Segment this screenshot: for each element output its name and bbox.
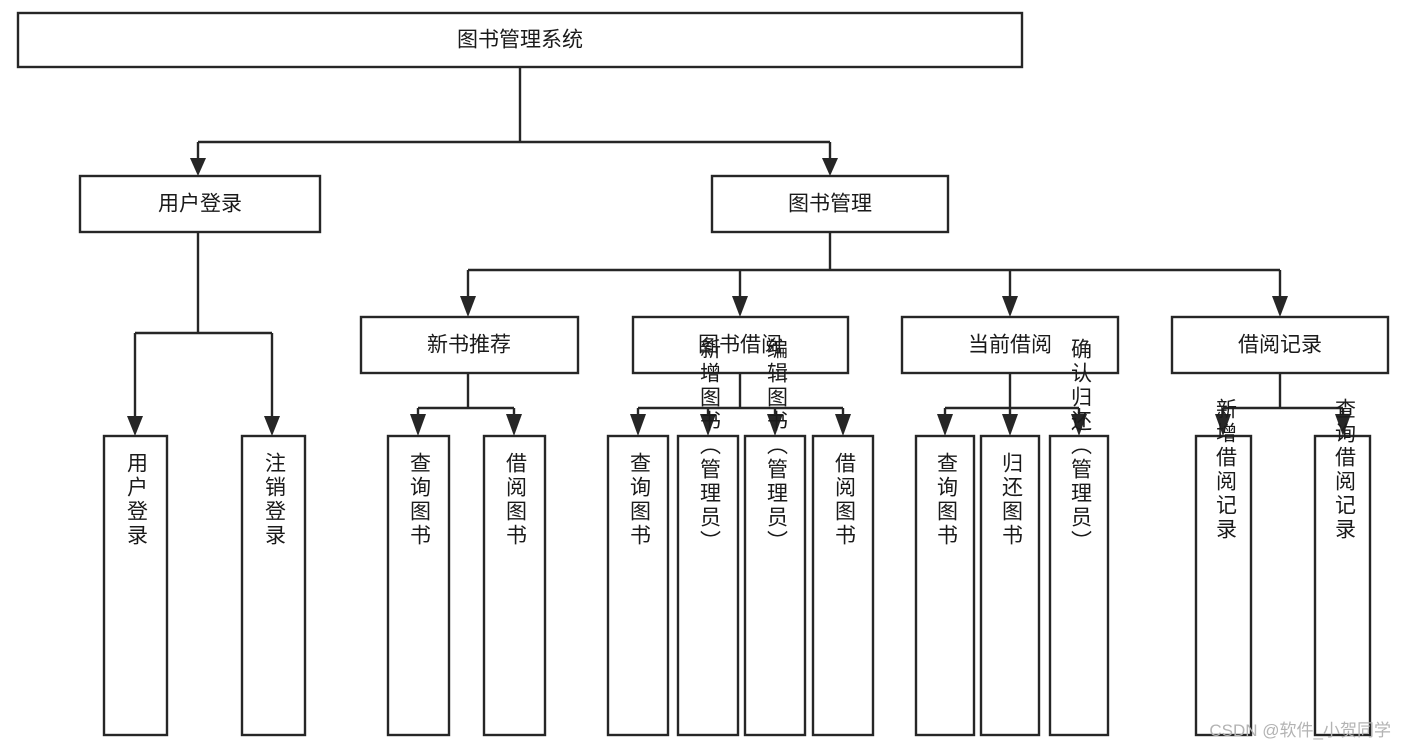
leaf-label-current-borrow-2: 归还图书 [1000,452,1024,548]
leaf-node-book-borrow-2[interactable]: 新增图书（管理员） [676,338,740,737]
node-当前借阅[interactable]: 当前借阅 [900,315,1120,375]
arrow-leaf-current-borrow-3 [1071,414,1087,436]
node-图书借阅[interactable]: 图书借阅 [631,315,850,375]
arrow-leaf-new-book-1 [410,414,426,436]
leaf-label-new-book-2: 借阅图书 [504,452,528,548]
leaf-node-book-borrow-3[interactable]: 编辑图书（管理员） [743,338,807,737]
level3-label-current-borrow: 当前借阅 [968,334,1052,357]
node-新书推荐[interactable]: 新书推荐 [359,315,580,375]
leaf-box-user-login-1[interactable] [102,434,169,737]
arrow-leaf-borrow-record-1 [1215,414,1231,436]
root-label: 图书管理系统 [457,29,583,52]
arrow-to-new-book [460,296,476,317]
leaf-node-borrow-record-2[interactable]: 查询借阅记录 [1313,398,1372,737]
arrow-to-book-manage [822,158,838,176]
node-用户登录[interactable]: 用户登录 [78,174,322,234]
leaf-label-book-borrow-1: 查询图书 [628,452,652,548]
level3-box-current-borrow[interactable] [900,315,1120,375]
leaf-box-book-borrow-3[interactable] [743,434,807,737]
leaf-box-user-login-2[interactable] [240,434,307,737]
level3-box-book-borrow[interactable] [631,315,850,375]
arrow-leaf-book-borrow-1 [630,414,646,436]
leaf-label-borrow-record-2: 查询借阅记录 [1333,398,1357,542]
node-借阅记录[interactable]: 借阅记录 [1170,315,1390,375]
leaf-label-new-book-1: 查询图书 [408,452,432,548]
level3-label-borrow-record: 借阅记录 [1238,334,1322,357]
level2-box-user-login[interactable] [78,174,322,234]
leaf-label-user-login-2: 注销登录 [263,452,287,548]
leaf-box-book-borrow-1[interactable] [606,434,670,737]
leaf-box-current-borrow-3[interactable] [1048,434,1110,737]
leaf-label-book-borrow-3: 编辑图书（管理员） [765,338,789,554]
leaf-box-new-book-2[interactable] [482,434,547,737]
leaf-label-book-borrow-2: 新增图书（管理员） [698,338,722,554]
arrow-to-user-login [190,158,206,176]
leaf-box-book-borrow-4[interactable] [811,434,875,737]
level2-label-user-login: 用户登录 [158,193,242,216]
level3-box-new-book[interactable] [359,315,580,375]
leaf-box-borrow-record-1[interactable] [1194,434,1253,737]
arrow-to-borrow-record [1272,296,1288,317]
leaf-label-current-borrow-3: 确认归还（管理员） [1069,338,1093,554]
leaf-box-current-borrow-1[interactable] [914,434,976,737]
arrow-leaf-book-borrow-4 [835,414,851,436]
root-box[interactable] [16,11,1024,69]
level2-box-book-manage[interactable] [710,174,950,234]
leaf-node-borrow-record-1[interactable]: 新增借阅记录 [1194,398,1253,737]
arrow-leaf-user-login-1 [127,416,143,436]
arrow-leaf-new-book-2 [506,414,522,436]
leaf-node-current-borrow-2[interactable]: 归还图书 [979,434,1041,737]
leaf-box-book-borrow-2[interactable] [676,434,740,737]
leaf-box-current-borrow-2[interactable] [979,434,1041,737]
leaf-node-new-book-1[interactable]: 查询图书 [386,434,451,737]
leaf-label-current-borrow-1: 查询图书 [935,452,959,548]
arrow-leaf-current-borrow-1 [937,414,953,436]
leaf-node-user-login-1[interactable]: 用户登录 [102,434,169,737]
arrow-to-book-borrow [732,296,748,317]
arrow-to-current-borrow [1002,296,1018,317]
arrow-leaf-user-login-2 [264,416,280,436]
leaf-node-book-borrow-1[interactable]: 查询图书 [606,434,670,737]
node-图书管理[interactable]: 图书管理 [710,174,950,234]
leaf-node-book-borrow-4[interactable]: 借阅图书 [811,434,875,737]
leaf-node-current-borrow-3[interactable]: 确认归还（管理员） [1048,338,1110,737]
leaf-node-current-borrow-1[interactable]: 查询图书 [914,434,976,737]
level3-label-book-borrow: 图书借阅 [698,334,782,357]
leaf-label-book-borrow-4: 借阅图书 [833,452,857,548]
level3-label-new-book: 新书推荐 [427,334,511,357]
leaf-box-new-book-1[interactable] [386,434,451,737]
level2-label-book-manage: 图书管理 [788,193,872,216]
arrow-leaf-book-borrow-2 [700,414,716,436]
arrow-leaf-current-borrow-2 [1002,414,1018,436]
leaf-node-new-book-2[interactable]: 借阅图书 [482,434,547,737]
node-root-图书管理系统[interactable]: 图书管理系统 [16,11,1024,69]
leaf-label-borrow-record-1: 新增借阅记录 [1214,398,1238,542]
leaf-label-user-login-1: 用户登录 [125,452,149,548]
arrow-leaf-borrow-record-2 [1335,414,1351,436]
connector-layer [127,67,1351,436]
csdn-watermark: CSDN @软件_小贺同学 [1209,721,1391,740]
leaf-box-borrow-record-2[interactable] [1313,434,1372,737]
level3-box-borrow-record[interactable] [1170,315,1390,375]
arrow-leaf-book-borrow-3 [767,414,783,436]
leaf-node-user-login-2[interactable]: 注销登录 [240,434,307,737]
